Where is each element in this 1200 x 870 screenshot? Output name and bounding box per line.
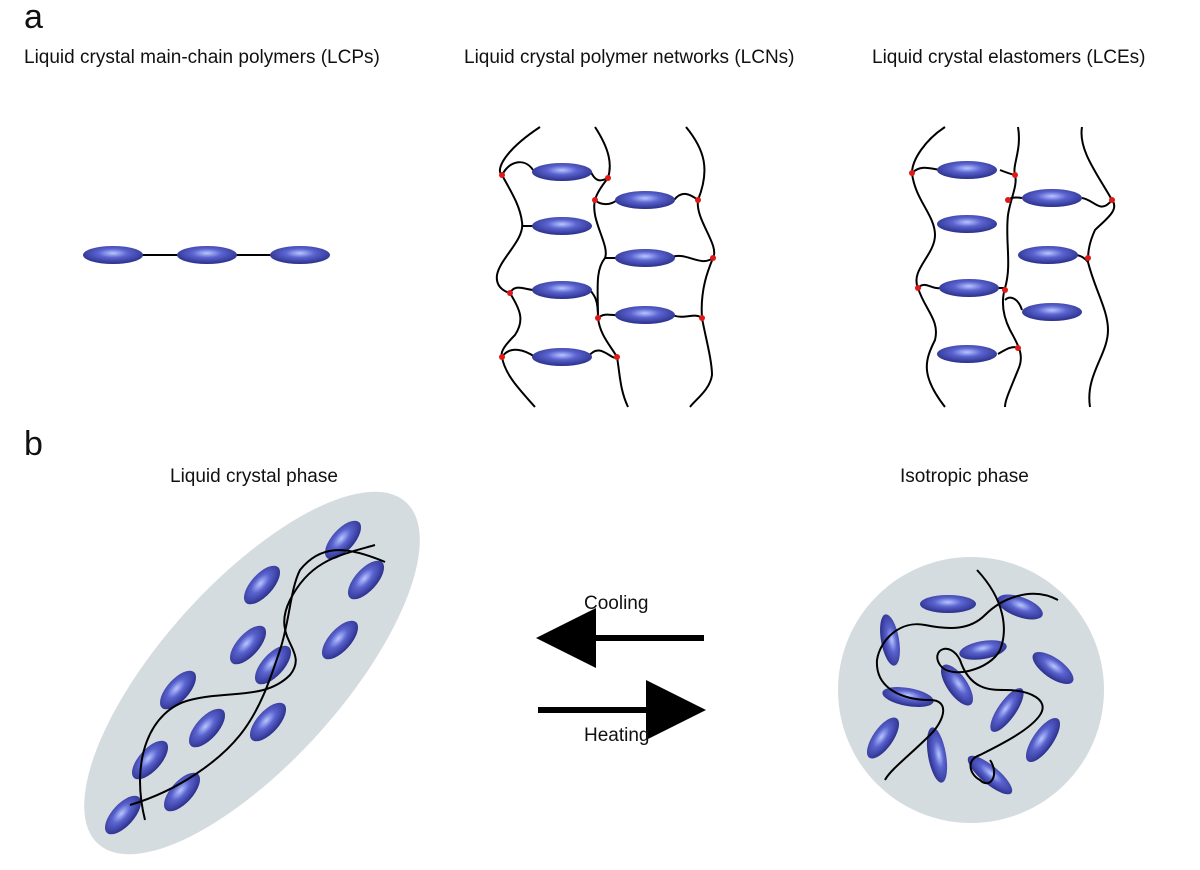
- mesogen: [321, 620, 359, 660]
- panel-a-label: a: [24, 0, 43, 36]
- isotropic-phase-heading: Isotropic phase: [900, 466, 1029, 487]
- lcn-linker: [501, 161, 534, 176]
- mesogen: [249, 702, 287, 742]
- mesogen: [937, 215, 997, 233]
- mesogen: [920, 595, 976, 613]
- mesogen: [243, 565, 281, 605]
- lce-backbone: [1001, 126, 1022, 408]
- mesogen: [83, 246, 143, 264]
- mesogen: [1025, 717, 1061, 763]
- mesogen: [254, 645, 292, 685]
- lcn-linker: [669, 255, 714, 263]
- isotropic-phase-diagram: [838, 557, 1104, 823]
- polymer-chain: [139, 544, 376, 821]
- lcp-diagram: [83, 246, 330, 264]
- lce-linker: [917, 283, 941, 290]
- mesogen: [615, 191, 675, 209]
- lcn-linker: [509, 286, 536, 294]
- mesogen: [937, 345, 997, 363]
- crosslink-point: [699, 315, 705, 321]
- lc-phase-diagram: [84, 491, 420, 855]
- lce-linker: [1004, 296, 1023, 311]
- phase-transition-arrows: [536, 608, 706, 740]
- crosslink-point: [592, 197, 598, 203]
- lcn-diagram: [495, 126, 716, 408]
- mesogen: [880, 614, 900, 666]
- crosslink-point: [1015, 345, 1021, 351]
- polymer-chain: [129, 549, 386, 806]
- crosslink-point: [507, 290, 513, 296]
- mesogen: [229, 625, 267, 665]
- heating-label: Heating: [584, 725, 650, 746]
- lcn-mesogens: [532, 163, 675, 366]
- lce-mesogens: [937, 161, 1082, 363]
- mesogen: [1022, 303, 1082, 321]
- mesogen: [1018, 246, 1078, 264]
- crosslink-point: [1005, 197, 1011, 203]
- lce-crosslinks: [909, 170, 1115, 351]
- lcp-heading: Liquid crystal main-chain polymers (LCPs…: [24, 47, 380, 68]
- mesogen: [959, 640, 1007, 660]
- mesogen: [532, 281, 592, 299]
- mesogen: [188, 708, 226, 748]
- crosslink-point: [1109, 197, 1115, 203]
- lcn-linker: [671, 314, 703, 319]
- panel-b-label: b: [24, 425, 43, 463]
- mesogen: [926, 727, 948, 783]
- cooling-label: Cooling: [584, 593, 649, 614]
- isotropic-mesogens: [866, 594, 1074, 795]
- crosslink-point: [614, 354, 620, 360]
- mesogen: [177, 246, 237, 264]
- mesogen: [159, 670, 197, 710]
- mesogen: [532, 217, 592, 235]
- isotropic-chains: [875, 569, 1059, 785]
- crosslink-point: [605, 175, 611, 181]
- mesogen: [967, 755, 1013, 795]
- mesogen: [866, 717, 900, 759]
- crosslink-point: [915, 285, 921, 291]
- polymer-chain: [875, 592, 1059, 781]
- polymer-chain: [936, 569, 1044, 785]
- mesogen: [1022, 189, 1082, 207]
- crosslink-point: [595, 315, 601, 321]
- lc-phase-heading: Liquid crystal phase: [170, 466, 338, 487]
- crosslink-point: [1002, 287, 1008, 293]
- lce-linker: [1081, 197, 1113, 208]
- mesogen: [615, 249, 675, 267]
- mesogen: [997, 594, 1043, 620]
- lcn-backbone: [593, 126, 629, 408]
- lce-backbone: [1080, 126, 1116, 408]
- crosslink-point: [710, 255, 716, 261]
- lcn-linker: [501, 348, 536, 358]
- lcn-linker: [594, 199, 618, 206]
- mesogen: [939, 279, 999, 297]
- lc-phase-region: [84, 491, 420, 855]
- lce-heading: Liquid crystal elastomers (LCEs): [872, 47, 1146, 68]
- lc-phase-chains: [129, 544, 386, 821]
- crosslink-point: [1085, 255, 1091, 261]
- lcn-backbone: [685, 126, 716, 408]
- mesogen: [347, 560, 385, 600]
- mesogen: [532, 163, 592, 181]
- mesogen: [990, 688, 1024, 732]
- lcn-linker: [673, 193, 699, 201]
- mesogen: [1032, 651, 1074, 685]
- lce-linker: [997, 346, 1019, 355]
- mesogen: [615, 306, 675, 324]
- crosslink-point: [695, 197, 701, 203]
- lce-linker: [911, 166, 941, 174]
- lcn-crosslinks: [499, 172, 716, 360]
- crosslink-point: [909, 170, 915, 176]
- crosslink-point: [499, 354, 505, 360]
- mesogen: [270, 246, 330, 264]
- crosslink-point: [499, 172, 505, 178]
- mesogen: [940, 664, 974, 706]
- mesogen: [532, 348, 592, 366]
- crosslink-point: [1012, 172, 1018, 178]
- lcn-heading: Liquid crystal polymer networks (LCNs): [464, 47, 795, 68]
- mesogen: [163, 772, 201, 812]
- mesogen: [937, 161, 997, 179]
